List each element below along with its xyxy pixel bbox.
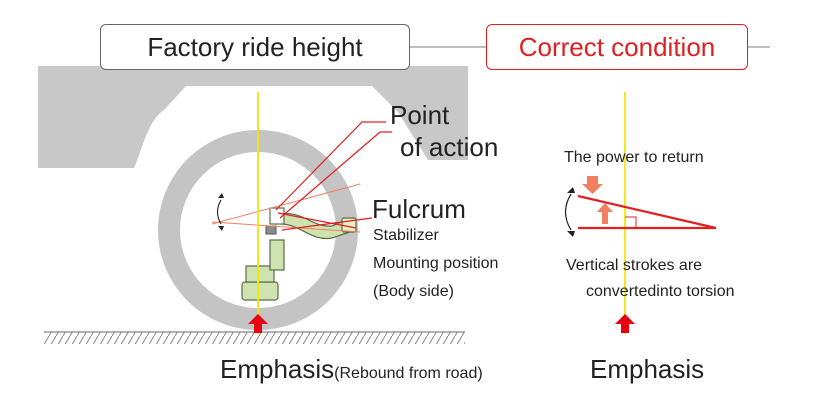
power-to-return-label: The power to return: [564, 149, 704, 166]
road-hatch: [44, 332, 465, 344]
power-up-arrow: [597, 203, 613, 224]
right-emphasis-arrow: [615, 314, 635, 333]
car-body-fender: [38, 66, 468, 168]
return-rotation-arc: [564, 193, 572, 231]
title-factory-ride-height: Factory ride height: [100, 24, 410, 70]
point-of-action-leader-2: [279, 131, 392, 219]
point-of-action-leader-1: [275, 121, 386, 211]
torsion-tilted-line: [577, 194, 717, 230]
right-emphasis-label: Emphasis: [590, 354, 705, 384]
title-correct-condition: Correct condition: [486, 24, 748, 70]
left-emphasis-label: Emphasis(Rebound from road): [220, 356, 483, 382]
return-rotation-arrow-top: [567, 187, 575, 193]
vertical-strokes-label-line1: Vertical strokes are: [566, 257, 703, 274]
right-angle-marker: [625, 216, 637, 228]
tilted-reference-line: [211, 221, 361, 233]
stabilizer-label-line3: (Body side): [373, 283, 454, 300]
twist-angle-arrow-bottom: [218, 226, 224, 231]
twist-angle-arc: [216, 199, 222, 225]
vertical-strokes-label-line2: convertedinto torsion: [586, 283, 735, 300]
neutral-reference-line: [211, 183, 361, 225]
stabilizer-label-line1: Stabilizer: [373, 227, 439, 244]
fulcrum-label: Fulcrum: [372, 194, 466, 224]
point-of-action-label-line1: Point: [390, 100, 450, 130]
point-of-action-label-line2: of action: [400, 132, 499, 162]
power-down-arrow: [582, 176, 603, 194]
suspension-parts: [241, 207, 357, 301]
fulcrum-leader: [281, 217, 373, 231]
left-emphasis-arrow: [248, 314, 268, 333]
stabilizer-label-line2: Mounting position: [373, 255, 499, 272]
stabilizer-arm-line: [277, 212, 357, 229]
left-emphasis-note: (Rebound from road): [334, 365, 483, 382]
twist-angle-arrow-top: [218, 193, 224, 198]
return-rotation-arrow-bottom: [567, 231, 575, 237]
left-emphasis-text: Emphasis: [220, 354, 335, 384]
